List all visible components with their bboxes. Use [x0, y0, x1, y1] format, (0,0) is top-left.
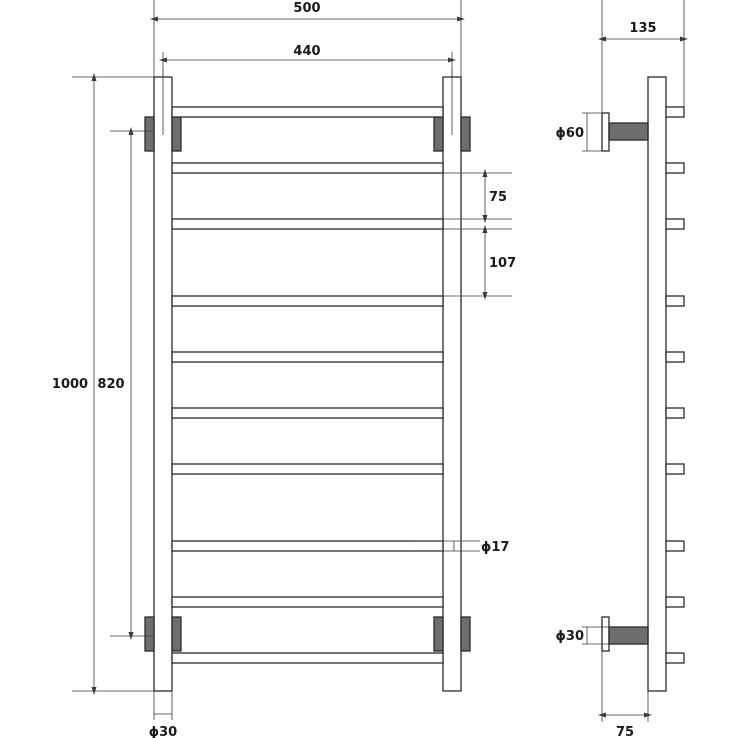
rung-8 — [171, 540, 444, 552]
dim-upright-diameter: ϕ30 — [149, 725, 177, 738]
side-upright — [647, 76, 667, 692]
side-rung-10 — [665, 652, 685, 664]
rung-2 — [171, 162, 444, 174]
side-rung-8 — [665, 540, 685, 552]
dim-rung-spacing-small: 75 — [489, 190, 507, 205]
dim-overall-height: 1000 — [52, 377, 88, 392]
rung-9 — [171, 596, 444, 608]
rung-10 — [171, 652, 444, 664]
dim-bracket-diameter: ϕ30 — [556, 629, 584, 644]
mount-block-top-left-inner — [171, 116, 182, 152]
side-rung-9 — [665, 596, 685, 608]
mount-block-top-right-inner — [433, 116, 444, 152]
rung-5 — [171, 351, 444, 363]
left-upright — [153, 76, 173, 692]
front-dimensions: 500 440 1000 820 75 107 ϕ17 — [52, 0, 516, 738]
rung-7 — [171, 463, 444, 475]
dim-wall-offset: 135 — [629, 21, 656, 36]
bottom-wall-flange — [601, 616, 610, 652]
dim-bracket-depth: 75 — [616, 725, 634, 738]
rung-3 — [171, 218, 444, 230]
side-rung-6 — [665, 407, 685, 419]
rung-1 — [171, 106, 444, 118]
mount-block-bottom-left-inner — [171, 616, 182, 652]
right-upright — [442, 76, 462, 692]
dim-flange-diameter: ϕ60 — [556, 126, 584, 141]
rung-4 — [171, 295, 444, 307]
side-rung-1 — [665, 106, 685, 118]
mount-block-top-right-outer — [460, 116, 471, 152]
side-rung-3 — [665, 218, 685, 230]
dim-rung-spacing-large: 107 — [489, 256, 516, 271]
side-rung-2 — [665, 162, 685, 174]
mount-block-bottom-right-outer — [460, 616, 471, 652]
mount-block-top-left-outer — [144, 116, 155, 152]
mount-block-bottom-left-outer — [144, 616, 155, 652]
top-wall-flange — [601, 112, 610, 152]
side-rung-5 — [665, 351, 685, 363]
side-view — [601, 76, 685, 692]
top-bracket-arm — [608, 122, 649, 141]
bottom-bracket-arm — [608, 626, 649, 645]
side-dimensions: 135 ϕ60 ϕ30 75 — [556, 0, 688, 738]
rung-6 — [171, 407, 444, 419]
side-rung-7 — [665, 463, 685, 475]
side-rung-4 — [665, 295, 685, 307]
dim-overall-width: 500 — [293, 1, 320, 16]
dim-rung-diameter: ϕ17 — [481, 540, 509, 555]
dim-pipe-spacing: 440 — [293, 44, 320, 59]
dim-mount-spacing: 820 — [97, 377, 124, 392]
front-view — [144, 70, 471, 692]
mount-block-bottom-right-inner — [433, 616, 444, 652]
